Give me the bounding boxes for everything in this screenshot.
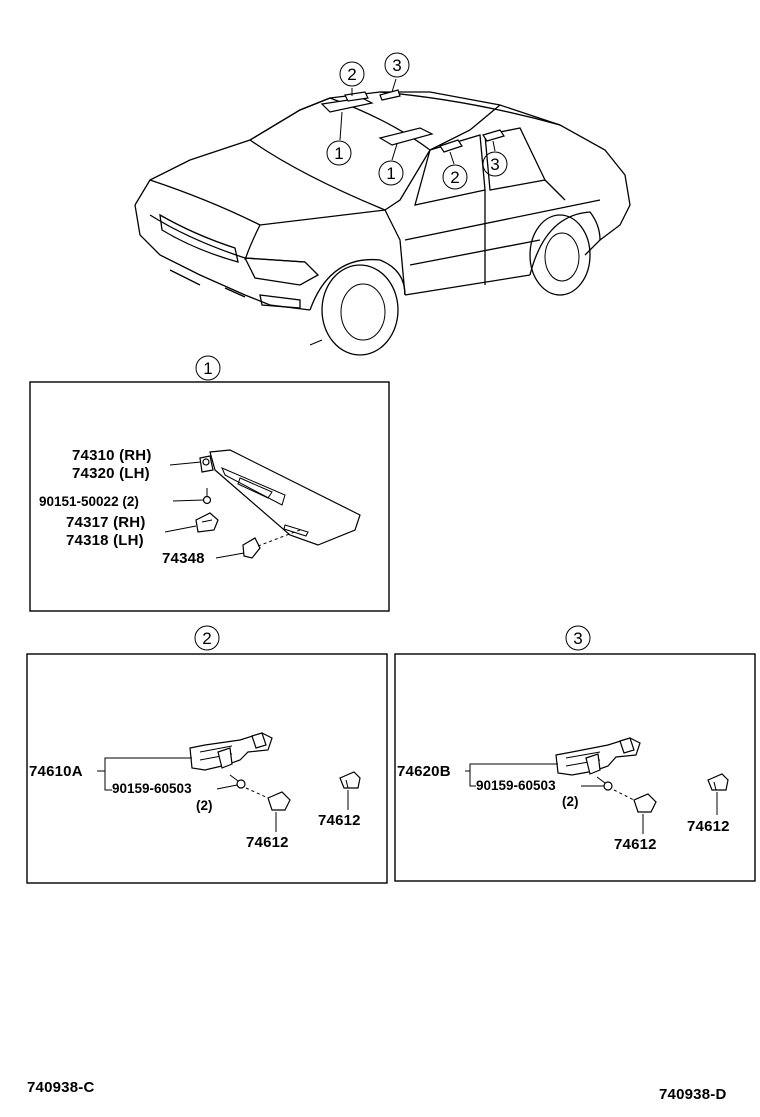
label-74310-rh: 74310 (RH) <box>72 447 152 464</box>
svg-text:2: 2 <box>450 168 459 187</box>
svg-text:3: 3 <box>573 629 582 648</box>
visor-mount <box>199 455 214 473</box>
label-74612-a-right: 74612 <box>318 812 361 829</box>
svg-text:2: 2 <box>202 629 211 648</box>
grip-cover-2-right <box>339 771 361 789</box>
grip-screw-3 <box>596 776 613 791</box>
car-grip-side-2 <box>439 139 463 153</box>
section-3-header: 3 <box>565 625 591 651</box>
car-callout-2-top: 2 <box>339 61 365 96</box>
visor-holder <box>195 512 219 533</box>
label-74612-a-left: 74612 <box>246 834 289 851</box>
grip-cover-3-right <box>707 773 729 791</box>
label-qty-2-a: (2) <box>196 798 213 813</box>
sun-visor <box>209 449 361 546</box>
label-74318-lh: 74318 (LH) <box>66 532 144 549</box>
label-74320-lh: 74320 (LH) <box>72 465 150 482</box>
car-callout-1-right: 1 <box>378 143 404 186</box>
car-callout-2-side: 2 <box>442 151 468 190</box>
svg-text:1: 1 <box>203 359 212 378</box>
label-90159-60503-b: 90159-60503 <box>476 778 556 793</box>
label-90159-60503-a: 90159-60503 <box>112 781 192 796</box>
visor-screw <box>202 488 212 505</box>
label-90151-50022: 90151-50022 (2) <box>39 494 139 509</box>
label-74317-rh: 74317 (RH) <box>66 514 146 531</box>
car-callout-3-side: 3 <box>482 140 508 177</box>
label-74610a: 74610A <box>29 763 83 780</box>
grip-cover-2-left <box>245 787 291 811</box>
visor-clip <box>242 529 301 559</box>
assist-grip-3 <box>555 737 641 776</box>
svg-text:3: 3 <box>392 56 401 75</box>
label-74612-b-left: 74612 <box>614 836 657 853</box>
footer-code-left: 740938-C <box>27 1079 94 1096</box>
label-74612-b-right: 74612 <box>687 818 730 835</box>
svg-text:2: 2 <box>347 65 356 84</box>
assist-grip-2 <box>189 732 273 771</box>
car-illustration <box>134 91 631 356</box>
footer-code-right: 740938-D <box>659 1086 726 1103</box>
svg-text:1: 1 <box>334 144 343 163</box>
grip-cover-3-left <box>613 789 657 813</box>
section-3-box <box>394 653 756 882</box>
section-1-box <box>29 381 390 612</box>
section-2-box <box>26 653 388 884</box>
section-1-header: 1 <box>195 355 221 381</box>
section-2-header: 2 <box>194 625 220 651</box>
svg-text:1: 1 <box>386 164 395 183</box>
car-grip-front <box>344 91 369 102</box>
car-visor-right <box>378 127 434 146</box>
car-grip-side-3 <box>482 129 505 142</box>
label-74620b: 74620B <box>397 763 451 780</box>
car-callout-3-top: 3 <box>384 52 410 93</box>
svg-text:3: 3 <box>490 155 499 174</box>
label-qty-2-b: (2) <box>562 794 579 809</box>
grip-screw-2 <box>229 774 246 789</box>
car-callout-1-left: 1 <box>326 111 352 166</box>
label-74348: 74348 <box>162 550 205 567</box>
